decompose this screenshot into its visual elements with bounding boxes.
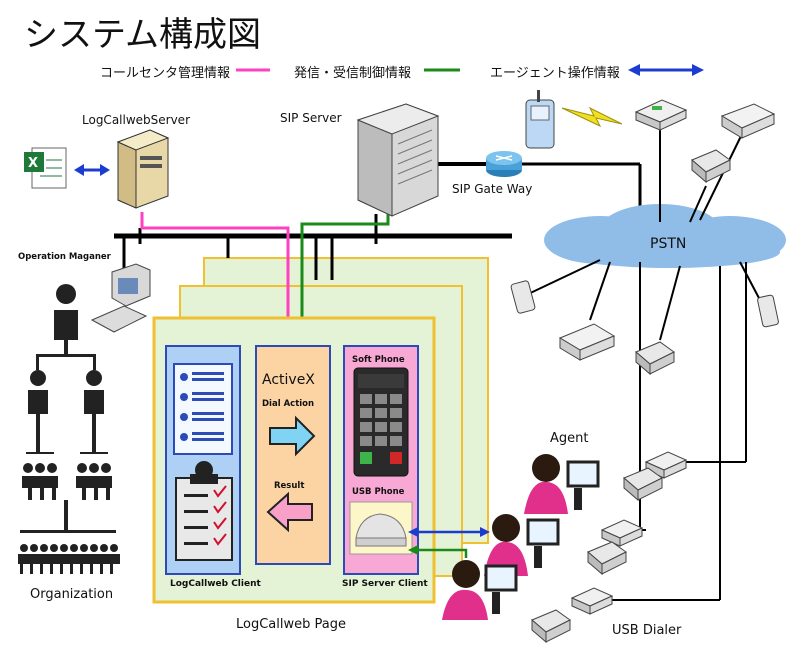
activex-label: ActiveX: [262, 372, 315, 388]
sip-server-icon: [356, 103, 440, 217]
organization-label: Organization: [30, 587, 113, 602]
operation-manager-label: Operation Maganer: [18, 252, 112, 262]
wireless-base-station-icon: [634, 99, 688, 131]
router-icon: [486, 151, 522, 177]
svg-text:X: X: [28, 156, 38, 171]
agent-icon: [524, 454, 600, 514]
sip-gateway-label: SIP Gate Way: [452, 182, 532, 196]
legend: コールセンタ管理情報 発信・受信制御情報 エージェント操作情報: [100, 64, 704, 81]
pstn-label: PSTN: [650, 236, 686, 252]
desk-phone-icon: [531, 609, 571, 644]
clipboard-checklist-icon: [175, 461, 233, 561]
log-server-icon: [116, 129, 170, 209]
wireless-lightning-icon: [561, 106, 623, 128]
operation-manager-pc-icon: [90, 263, 151, 333]
record-list-icon: [173, 363, 233, 455]
logcallweb-client-label: LogCallweb Client: [170, 579, 261, 589]
dial-control-agent-line: [412, 548, 468, 558]
legend-agent-operation-label: エージェント操作情報: [490, 65, 620, 81]
legend-dial-control-label: 発信・受信制御情報: [294, 66, 411, 81]
desk-phone-icon: [587, 541, 627, 576]
soft-phone-icon: [353, 367, 409, 477]
agent-label: Agent: [550, 431, 588, 446]
mobile-phone-icon: [525, 90, 555, 149]
dial-action-arrow-icon: [269, 415, 316, 457]
usb-dialer-icon: [600, 519, 644, 547]
office-phone-icon: [558, 323, 616, 361]
office-phone-icon: [720, 103, 776, 139]
usb-dialer-label: USB Dialer: [612, 623, 682, 638]
desk-phone-icon: [635, 341, 675, 376]
desk-phone-icon: [691, 149, 731, 184]
logcallweb-page-label: LogCallweb Page: [236, 617, 346, 632]
sip-server-label: SIP Server: [280, 111, 342, 125]
usb-dialer-icon: [570, 587, 614, 615]
spreadsheet-icon: X: [24, 147, 67, 189]
mobile-phone-icon: [510, 280, 536, 314]
usb-phone-label: USB Phone: [352, 487, 405, 497]
sip-client-label: SIP Server Client: [342, 579, 428, 589]
organization-chart-icon: [18, 284, 120, 574]
result-arrow-icon: [266, 491, 313, 533]
mobile-phone-icon: [757, 294, 779, 328]
page-title: システム構成図: [24, 15, 261, 55]
agent-icon: [442, 560, 518, 620]
soft-phone-label: Soft Phone: [352, 355, 405, 365]
log-server-label: LogCallwebServer: [82, 113, 190, 127]
desk-phone-icon: [623, 467, 663, 502]
usb-dialer-icon: [644, 451, 688, 479]
pstn-cloud-icon: [544, 204, 786, 268]
activex-panel: [255, 345, 331, 565]
legend-call-center-label: コールセンタ管理情報: [100, 66, 230, 81]
dial-action-label: Dial Action: [262, 399, 314, 409]
result-label: Result: [274, 481, 304, 491]
usb-phone-icon: [349, 501, 413, 555]
